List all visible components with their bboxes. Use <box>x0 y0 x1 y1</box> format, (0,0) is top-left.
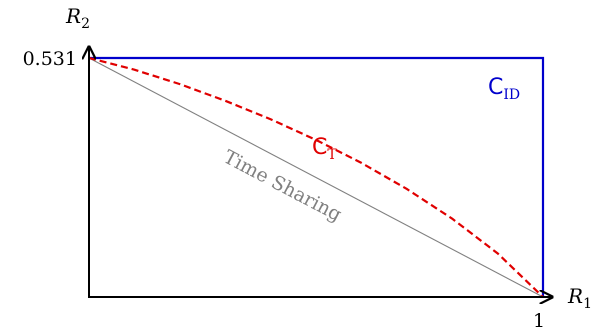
x-tick-label-0: 1 <box>533 310 545 330</box>
series-label-c-t: CT <box>312 135 337 163</box>
series-layer <box>88 56 545 298</box>
series-label-c-id: CID <box>488 75 520 103</box>
tick-layer: 1 0.531 <box>23 48 545 330</box>
y-tick-label-0: 0.531 <box>23 48 77 70</box>
series-c-id <box>89 56 545 297</box>
series-c-t <box>88 56 544 298</box>
x-axis-label: R1 <box>567 284 592 312</box>
y-axis-label: R2 <box>65 4 90 32</box>
series-time-sharing <box>88 57 544 298</box>
